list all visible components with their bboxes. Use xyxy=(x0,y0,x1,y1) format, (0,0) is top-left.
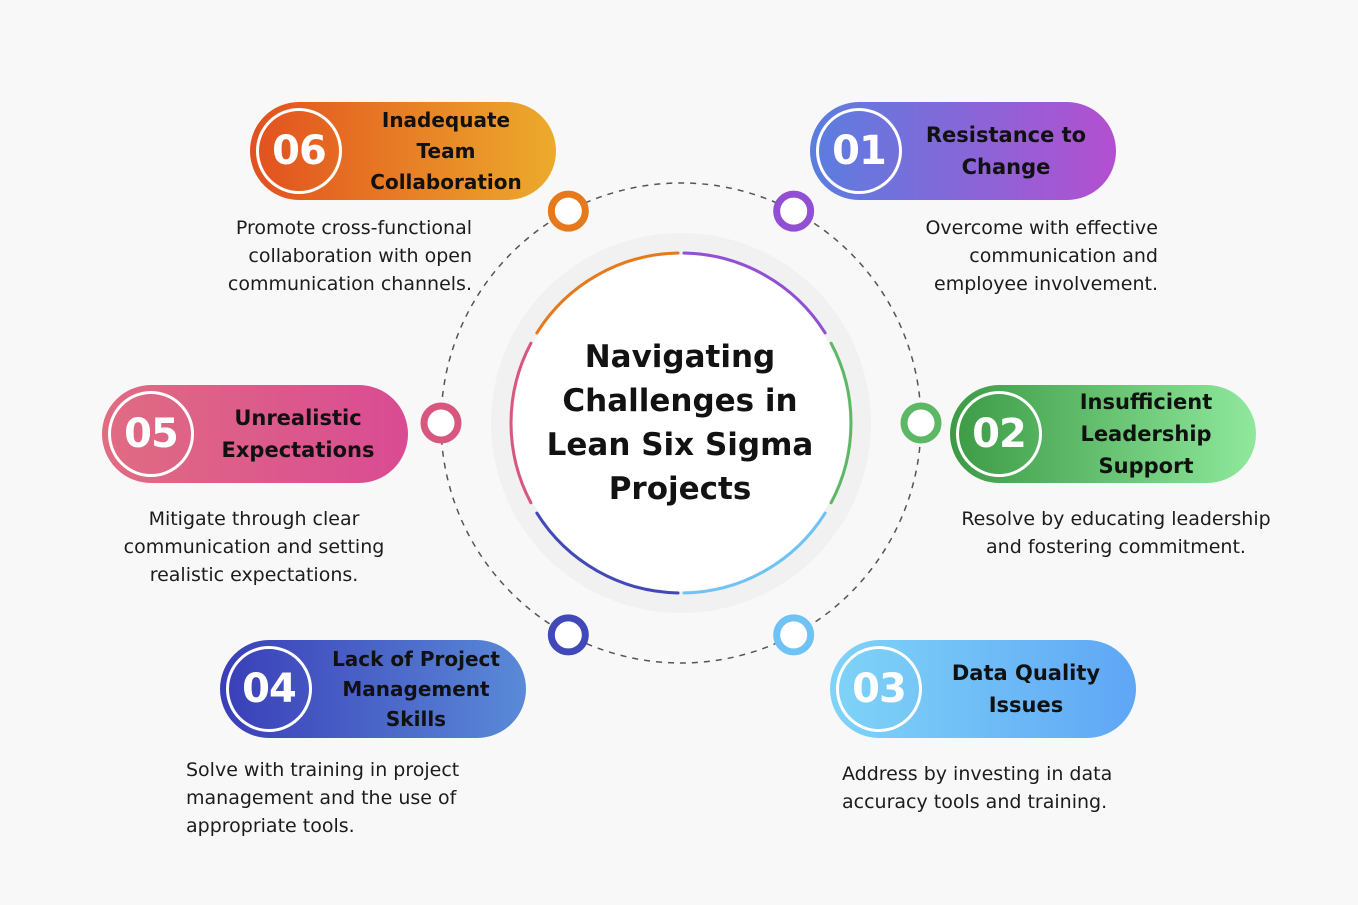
challenge-description-05: Mitigate through clear communication and… xyxy=(123,508,385,586)
challenge-description-03: Address by investing in data accuracy to… xyxy=(842,763,1113,813)
orbit-node-01 xyxy=(773,190,815,232)
step-number-06: 06 xyxy=(256,108,342,194)
challenge-pill-02: 02 Insufficient Leadership Support xyxy=(950,385,1256,483)
challenge-title-06: Inadequate Team Collaboration xyxy=(370,107,522,194)
center-arc-05 xyxy=(509,341,533,505)
step-number-05: 05 xyxy=(108,391,194,477)
challenge-pill-06: 06 Inadequate Team Collaboration xyxy=(250,102,556,200)
center-arc-06 xyxy=(535,251,680,335)
challenge-title-03: Data Quality Issues xyxy=(951,661,1101,717)
diagram-title: Navigating Challenges in Lean Six Sigma … xyxy=(546,339,814,507)
challenge-title-01: Resistance to Change xyxy=(925,123,1087,179)
step-number-04: 04 xyxy=(226,646,312,732)
challenge-description-02: Resolve by educating leadership and fost… xyxy=(961,508,1271,558)
challenge-title-05: Unrealistic Expectations xyxy=(221,406,375,462)
challenge-title-04: Lack of Project Management Skills xyxy=(332,647,500,731)
challenge-pill-04: 04 Lack of Project Management Skills xyxy=(220,640,526,738)
center-arc-01 xyxy=(682,251,827,335)
orbit-node-05 xyxy=(420,402,462,444)
step-number-01: 01 xyxy=(816,108,902,194)
orbit-node-02 xyxy=(900,402,942,444)
challenge-pill-05: 05 Unrealistic Expectations xyxy=(102,385,408,483)
challenge-title-02: Insufficient Leadership Support xyxy=(1079,390,1213,478)
step-number-02: 02 xyxy=(956,391,1042,477)
center-arc-04 xyxy=(535,511,680,595)
challenge-description-06: Promote cross-functional collaboration w… xyxy=(227,217,472,295)
orbit-node-03 xyxy=(773,614,815,656)
challenge-description-01: Overcome with effective communication an… xyxy=(925,217,1158,295)
center-arc-03 xyxy=(682,511,827,595)
challenge-description-04: Solve with training in project managemen… xyxy=(186,759,460,837)
orbit-node-06 xyxy=(547,190,589,232)
center-disc xyxy=(513,255,849,591)
step-number-03: 03 xyxy=(836,646,922,732)
challenge-pill-03: 03 Data Quality Issues xyxy=(830,640,1136,738)
orbit-node-04 xyxy=(547,614,589,656)
challenge-pill-01: 01 Resistance to Change xyxy=(810,102,1116,200)
center-arc-02 xyxy=(829,341,853,505)
